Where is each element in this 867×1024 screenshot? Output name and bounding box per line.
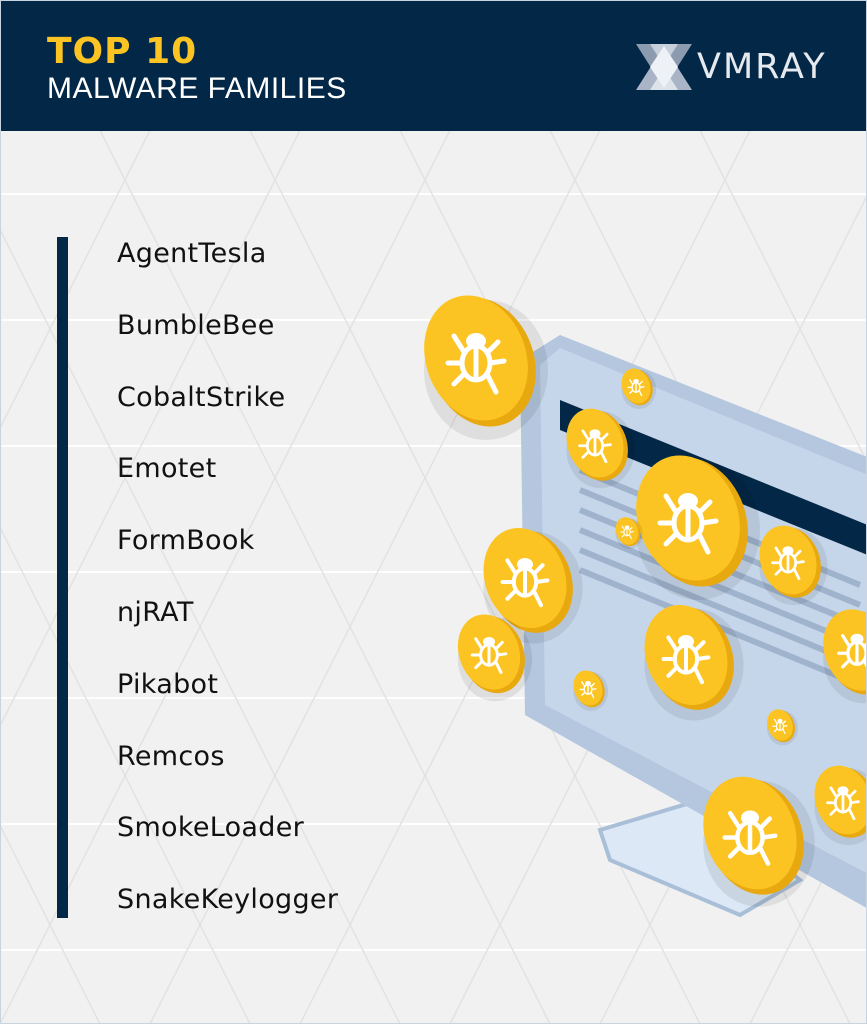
list-item: FormBook xyxy=(117,525,255,557)
list-item: Pikabot xyxy=(117,668,219,700)
list-item: Remcos xyxy=(117,740,225,772)
list-item: Emotet xyxy=(117,453,217,485)
title-subtitle: MALWARE FAMILIES xyxy=(47,72,347,105)
list-item: BumbleBee xyxy=(117,309,275,341)
list-item: SmokeLoader xyxy=(117,812,305,844)
list-accent-bar xyxy=(57,237,68,918)
title-top: TOP 10 xyxy=(47,31,198,72)
list-item: AgentTesla xyxy=(117,238,267,269)
logo-wordmark: VMRAY xyxy=(697,47,827,87)
list-item: SnakeKeylogger xyxy=(117,884,339,916)
list-item: njRAT xyxy=(117,596,194,628)
vmray-logo-icon xyxy=(636,44,692,90)
vmray-logo: VMRAY xyxy=(634,44,834,90)
monitor-bugs-illustration xyxy=(410,255,867,918)
header-banner: TOP 10 MALWARE FAMILIES VMRAY xyxy=(0,0,867,131)
malware-family-list: AgentTesla BumbleBee CobaltStrike Emotet… xyxy=(117,233,338,951)
list-item: CobaltStrike xyxy=(117,381,286,413)
